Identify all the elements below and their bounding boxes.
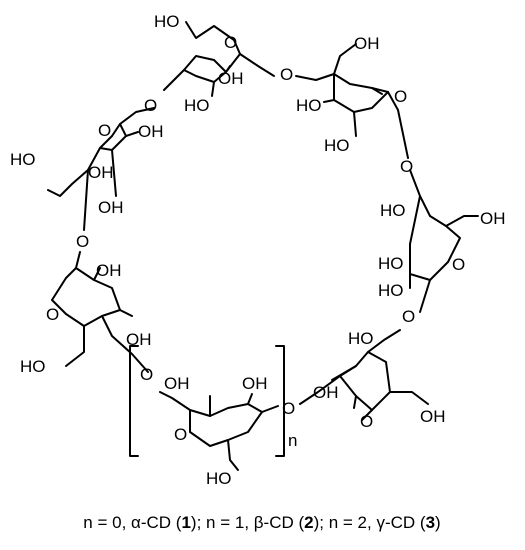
oh-7-label: OH xyxy=(138,122,164,141)
chemical-bonds xyxy=(47,21,479,471)
oh-14-label: OH xyxy=(96,261,122,280)
oh-1-label: HO xyxy=(154,12,180,31)
caption-alpha: α xyxy=(131,513,141,532)
caption-part-3: ); n = 1, xyxy=(191,513,254,532)
oh-5-label: HO xyxy=(296,96,322,115)
left-bracket xyxy=(129,345,139,457)
caption-gamma: γ xyxy=(376,513,385,532)
o-link-6-label: O xyxy=(140,365,153,384)
oh-13-label: HO xyxy=(378,281,404,300)
oh-23-label: OH xyxy=(313,383,339,402)
caption-part-6: -CD ( xyxy=(385,513,426,532)
o-link-5-label: O xyxy=(402,307,415,326)
oh-22-label: OH xyxy=(88,163,114,182)
o-ring-4-label: O xyxy=(452,255,465,274)
oh-20-label: HO xyxy=(206,469,232,488)
caption-part-4: -CD ( xyxy=(264,513,305,532)
oh-6-label: HO xyxy=(324,136,350,155)
caption-compound-1: 1 xyxy=(181,513,190,532)
repeat-count-label: n xyxy=(288,431,297,450)
caption-compound-2: 2 xyxy=(304,513,313,532)
o-ring-6-label: O xyxy=(360,412,373,431)
oh-15-label: HO xyxy=(348,329,374,348)
o-link-1-label: O xyxy=(280,65,293,84)
oh-10-label: HO xyxy=(380,201,406,220)
oh-16-label: OH xyxy=(126,330,152,349)
oh-2-label: OH xyxy=(218,69,244,88)
o-link-2-label: O xyxy=(144,96,157,115)
o-link-3-label: O xyxy=(400,157,413,176)
caption-part-7: ) xyxy=(435,513,441,532)
caption-part-5: ); n = 2, xyxy=(314,513,377,532)
o-ring-3-label: O xyxy=(98,121,111,140)
caption-beta: β xyxy=(254,513,264,532)
oh-11-label: HO xyxy=(378,254,404,273)
caption-part-2: -CD ( xyxy=(141,513,182,532)
o-link-4-label: O xyxy=(76,232,89,251)
repeat-unit-brackets xyxy=(129,345,285,457)
right-bracket xyxy=(275,345,285,457)
oh-12-label: OH xyxy=(480,209,506,228)
oh-4-label: OH xyxy=(354,34,380,53)
caption-compound-3: 3 xyxy=(426,513,435,532)
o-ring-7-label: O xyxy=(174,425,187,444)
oh-17-label: OH xyxy=(164,374,190,393)
oh-19-label: OH xyxy=(420,407,446,426)
o-link-7-label: O xyxy=(282,399,295,418)
oh-21-label: HO xyxy=(20,357,46,376)
caption: n = 0, α-CD (1); n = 1, β-CD (2); n = 2,… xyxy=(83,513,440,532)
oh-9-label: OH xyxy=(98,198,124,217)
oh-3-label: HO xyxy=(184,96,210,115)
o-ring-1-label: O xyxy=(224,33,237,52)
oh-8-label: HO xyxy=(10,150,36,169)
o-ring-2-label: O xyxy=(394,87,407,106)
oh-18-label: OH xyxy=(242,374,268,393)
caption-part-1: n = 0, xyxy=(83,513,131,532)
atom-labels: HO O O OH HO OH O HO O HO O O OH HO OH H… xyxy=(10,12,506,488)
o-ring-5-label: O xyxy=(46,305,59,324)
